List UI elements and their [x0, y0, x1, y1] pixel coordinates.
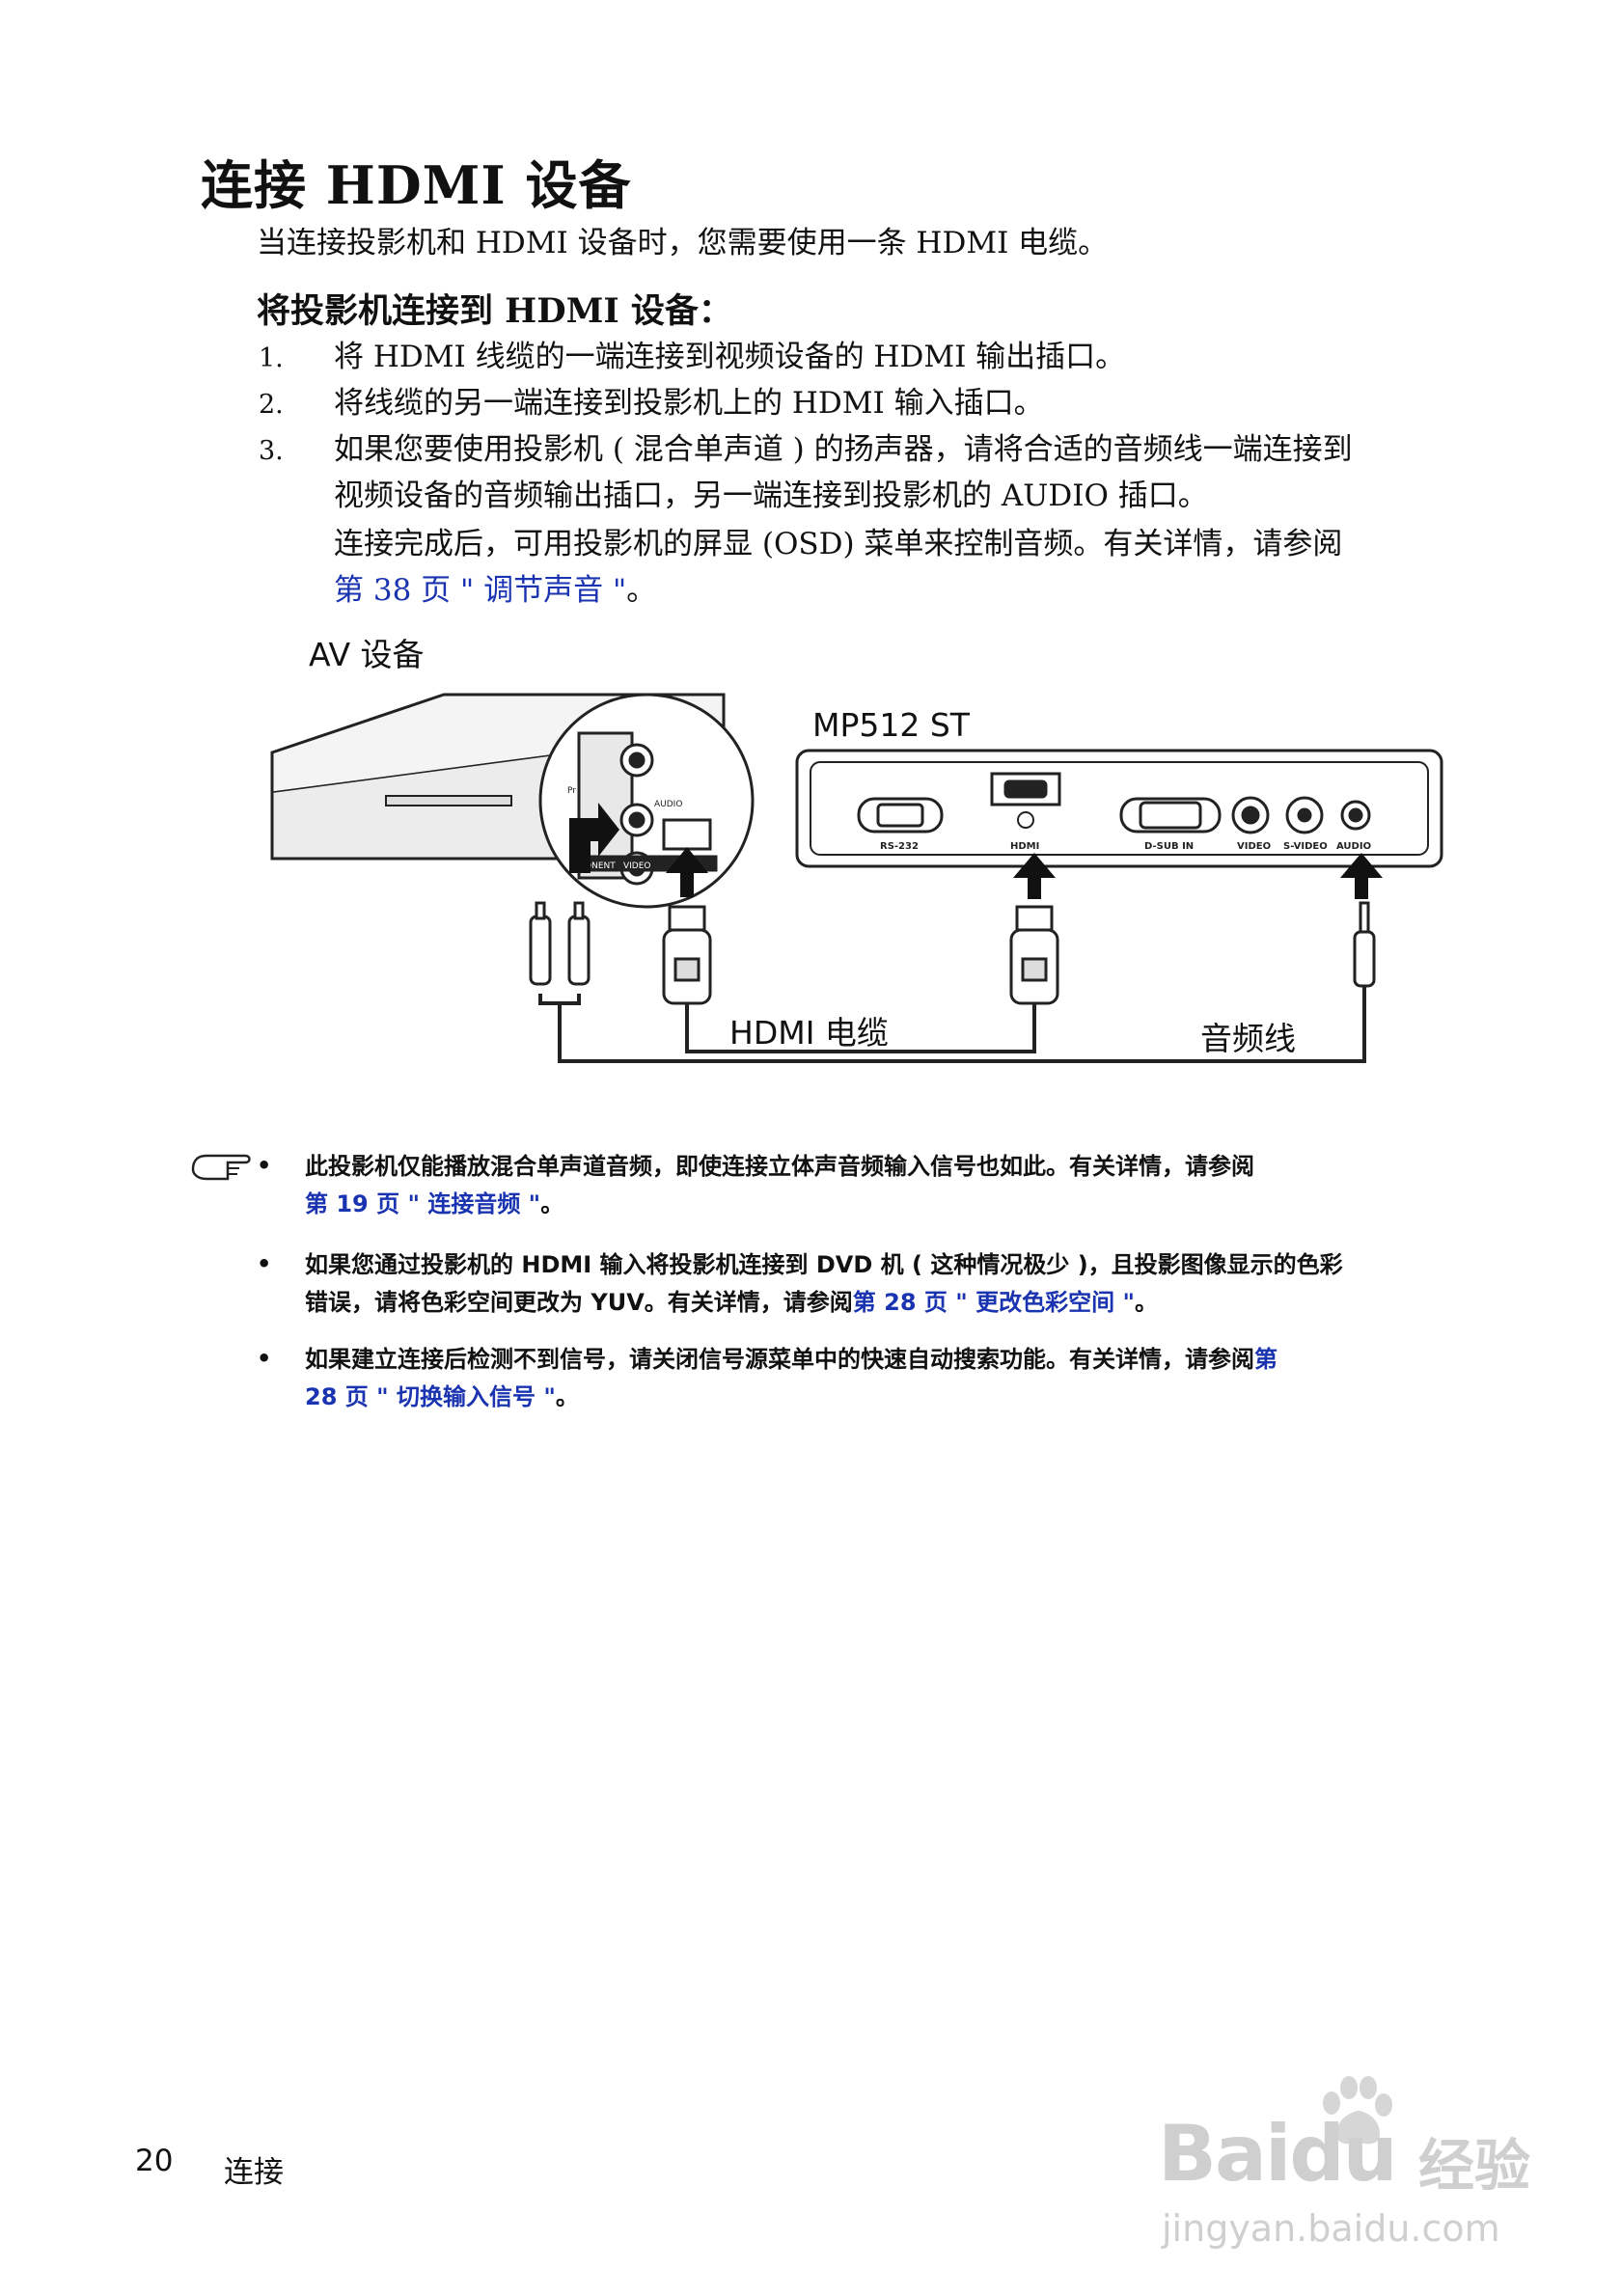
cables [538, 982, 1366, 1063]
watermark-brand: du [1289, 2109, 1397, 2199]
baidu-watermark: Baidu 经验 jingyan.baidu.com [1158, 2074, 1563, 2257]
intro-text: 当连接投影机和 HDMI 设备时，您需要使用一条 HDMI 电缆。 [257, 226, 1109, 260]
page-link[interactable]: 第 19 页 " 连接音频 " [305, 1190, 541, 1217]
audio-plug [1353, 901, 1376, 988]
port-label: HDMI [1010, 841, 1039, 852]
projector-label: MP512 ST [812, 706, 970, 744]
rca-plugs [529, 901, 591, 986]
note-text: 此投影机仅能播放混合单声道音频，即使连接立体声音频输入信号也如此。有关详情，请参… [305, 1153, 1254, 1180]
watermark-brand: Bai [1158, 2109, 1291, 2199]
connection-diagram: ONENT VIDEO AUDIO Pr RS-232 HDMI D-SUB I… [270, 693, 1443, 1063]
bullet-icon: • [257, 1345, 272, 1372]
port-label: RS-232 [880, 841, 919, 852]
av-port-label: AUDIO [654, 800, 682, 809]
note-text: 如果建立连接后检测不到信号，请关闭信号源菜单中的快速自动搜索功能。有关详情，请参… [305, 1346, 1254, 1373]
port-label: S-VIDEO [1283, 841, 1328, 852]
note-hand-icon [191, 1154, 251, 1181]
step-number: 3. [259, 436, 284, 466]
arrow-icon [666, 847, 708, 897]
projector-ports [857, 772, 1371, 834]
step-text: 如果您要使用投影机 ( 混合单声道 ) 的扬声器，请将合适的音频线一端连接到 [334, 432, 1353, 467]
av-device-label: AV 设备 [309, 636, 425, 673]
port-label: VIDEO [1237, 841, 1271, 852]
hdmi-cable-label: HDMI 电缆 [729, 1014, 889, 1052]
link-tail: 。 [1134, 1289, 1158, 1316]
step-text: 视频设备的音频输出插口，另一端连接到投影机的 AUDIO 插口。 [334, 478, 1208, 513]
page-link[interactable]: 第 [1254, 1346, 1278, 1373]
port-label: D-SUB IN [1144, 841, 1194, 852]
page-title: 连接 HDMI 设备 [201, 154, 632, 216]
link-tail: 。 [626, 573, 657, 608]
arrow-icon [569, 803, 619, 873]
page-number: 20 [135, 2144, 174, 2178]
av-port-label: Pr [567, 786, 576, 796]
link-tail: 。 [540, 1190, 564, 1217]
note-3: 如果建立连接后检测不到信号，请关闭信号源菜单中的快速自动搜索功能。有关详情，请参… [305, 1341, 1492, 1416]
page-link[interactable]: 第 38 页 " 调节声音 " [334, 573, 627, 608]
page-link[interactable]: 28 页 " 切换输入信号 " [305, 1383, 556, 1410]
hdmi-plugs [662, 905, 1059, 1005]
watermark-cn: 经验 [1418, 2133, 1531, 2199]
page-link[interactable]: 第 28 页 " 更改色彩空间 " [852, 1289, 1135, 1316]
arrow-icon [1340, 853, 1383, 899]
section-name: 连接 [224, 2155, 284, 2190]
step-number: 2. [259, 390, 284, 420]
note-text: 如果您通过投影机的 HDMI 输入将投影机连接到 DVD 机 ( 这种情况极少 … [305, 1251, 1343, 1278]
note-2: 如果您通过投影机的 HDMI 输入将投影机连接到 DVD 机 ( 这种情况极少 … [305, 1246, 1492, 1322]
subheading: 将投影机连接到 HDMI 设备： [257, 291, 732, 331]
step-number: 1. [259, 343, 284, 373]
step-text: 将线缆的另一端连接到投影机上的 HDMI 输入插口。 [334, 386, 1044, 421]
link-tail: 。 [555, 1383, 579, 1410]
step-text: 将 HDMI 线缆的一端连接到视频设备的 HDMI 输出插口。 [334, 340, 1126, 374]
after-steps-text: 连接完成后，可用投影机的屏显 (OSD) 菜单来控制音频。有关详情，请参阅 [334, 527, 1343, 561]
paw-icon [1323, 2076, 1392, 2145]
port-label: AUDIO [1336, 841, 1371, 852]
arrow-icon [1013, 853, 1056, 899]
bullet-icon: • [257, 1250, 272, 1277]
audio-cable-label: 音频线 [1200, 1020, 1296, 1057]
av-port-label: VIDEO [623, 861, 651, 871]
note-1: 此投影机仅能播放混合单声道音频，即使连接立体声音频输入信号也如此。有关详情，请参… [305, 1148, 1492, 1223]
bullet-icon: • [257, 1152, 272, 1179]
av-port-label: ONENT [585, 861, 616, 871]
note-text: 错误，请将色彩空间更改为 YUV。有关详情，请参阅 [305, 1289, 853, 1316]
projector-panel [795, 749, 1443, 868]
watermark-url: jingyan.baidu.com [1162, 2207, 1500, 2250]
av-back-panel [577, 731, 718, 886]
after-steps-reference: 第 38 页 " 调节声音 "。 [334, 567, 1472, 614]
